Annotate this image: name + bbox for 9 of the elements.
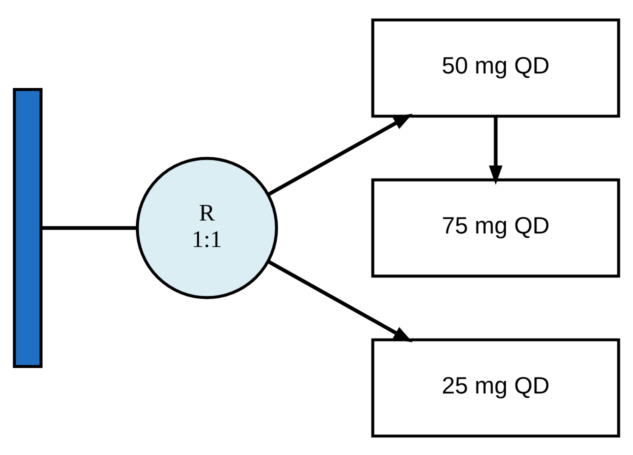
connector <box>41 226 138 230</box>
arrow <box>267 259 413 342</box>
node-box: 25 mg QD <box>371 338 620 438</box>
arrow <box>488 116 502 184</box>
node-bar <box>12 88 43 368</box>
node-box: 75 mg QD <box>371 178 620 278</box>
node-circle: R 1:1 <box>136 156 278 299</box>
arrow <box>267 113 413 196</box>
node-box: 50 mg QD <box>371 18 620 118</box>
